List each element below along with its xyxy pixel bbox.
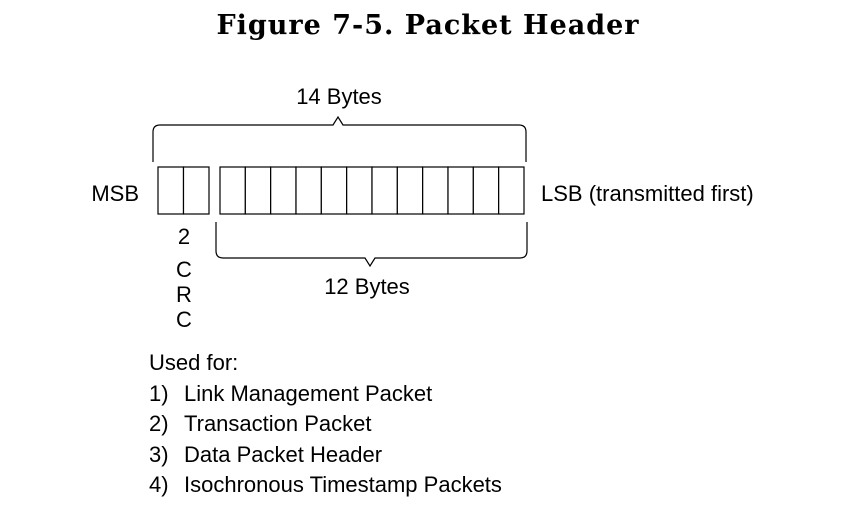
crc-letter-c1: C bbox=[176, 257, 192, 282]
usage-item: 3) Data Packet Header bbox=[149, 440, 502, 471]
data-byte-cell bbox=[371, 166, 398, 215]
usage-item: 1) Link Management Packet bbox=[149, 379, 502, 410]
crc-letter-r: R bbox=[176, 282, 192, 307]
usage-item-number: 2) bbox=[149, 411, 169, 436]
data-byte-cell bbox=[270, 166, 297, 215]
data-byte-cell bbox=[396, 166, 424, 215]
lsb-label: LSB (transmitted first) bbox=[541, 181, 754, 206]
data-byte-cell bbox=[498, 166, 525, 215]
data-byte-cell bbox=[295, 166, 322, 215]
usage-item-text: Transaction Packet bbox=[184, 411, 372, 436]
crc-byte-cell bbox=[157, 166, 185, 215]
bottom-brace bbox=[215, 222, 528, 268]
usage-item: 4) Isochronous Timestamp Packets bbox=[149, 470, 502, 501]
data-byte-cell bbox=[447, 166, 474, 215]
crc-byte-cell bbox=[182, 166, 210, 215]
crc-letter-c2: C bbox=[176, 307, 192, 332]
data-byte-cell bbox=[472, 166, 500, 215]
usage-item-number: 4) bbox=[149, 472, 169, 497]
data-byte-cell bbox=[346, 166, 373, 215]
usage-item-number: 1) bbox=[149, 380, 169, 406]
top-brace bbox=[152, 115, 527, 162]
usage-item-number: 3) bbox=[149, 441, 169, 467]
usage-item-text: Data Packet Header bbox=[184, 441, 383, 467]
top-brace-label: 14 Bytes bbox=[296, 84, 382, 109]
data-byte-cell bbox=[320, 166, 348, 215]
usage-item-text: Isochronous Timestamp Packets bbox=[184, 472, 502, 497]
data-byte-cell bbox=[244, 166, 272, 215]
packet-header-diagram: 14 Bytes MSB LSB (transmitted first) 12 … bbox=[91, 84, 754, 332]
usage-item-text: Link Management Packet bbox=[184, 380, 433, 406]
crc-byte-count: 2 bbox=[178, 224, 190, 249]
usage-list: Used for: 1) Link Management Packet 2) Tra… bbox=[149, 348, 502, 501]
crc-byte-group bbox=[157, 166, 210, 215]
data-byte-group bbox=[219, 166, 525, 215]
usage-heading: Used for: bbox=[149, 350, 239, 375]
figure-title: Figure 7-5. Packet Header bbox=[216, 10, 640, 41]
usage-item: 2) Transaction Packet bbox=[149, 409, 502, 440]
data-byte-cell bbox=[219, 166, 246, 215]
usage-items: 1) Link Management Packet 2) Transaction P… bbox=[149, 379, 502, 501]
bottom-brace-label: 12 Bytes bbox=[324, 274, 410, 299]
msb-label: MSB bbox=[91, 181, 139, 206]
data-byte-cell bbox=[422, 166, 449, 215]
